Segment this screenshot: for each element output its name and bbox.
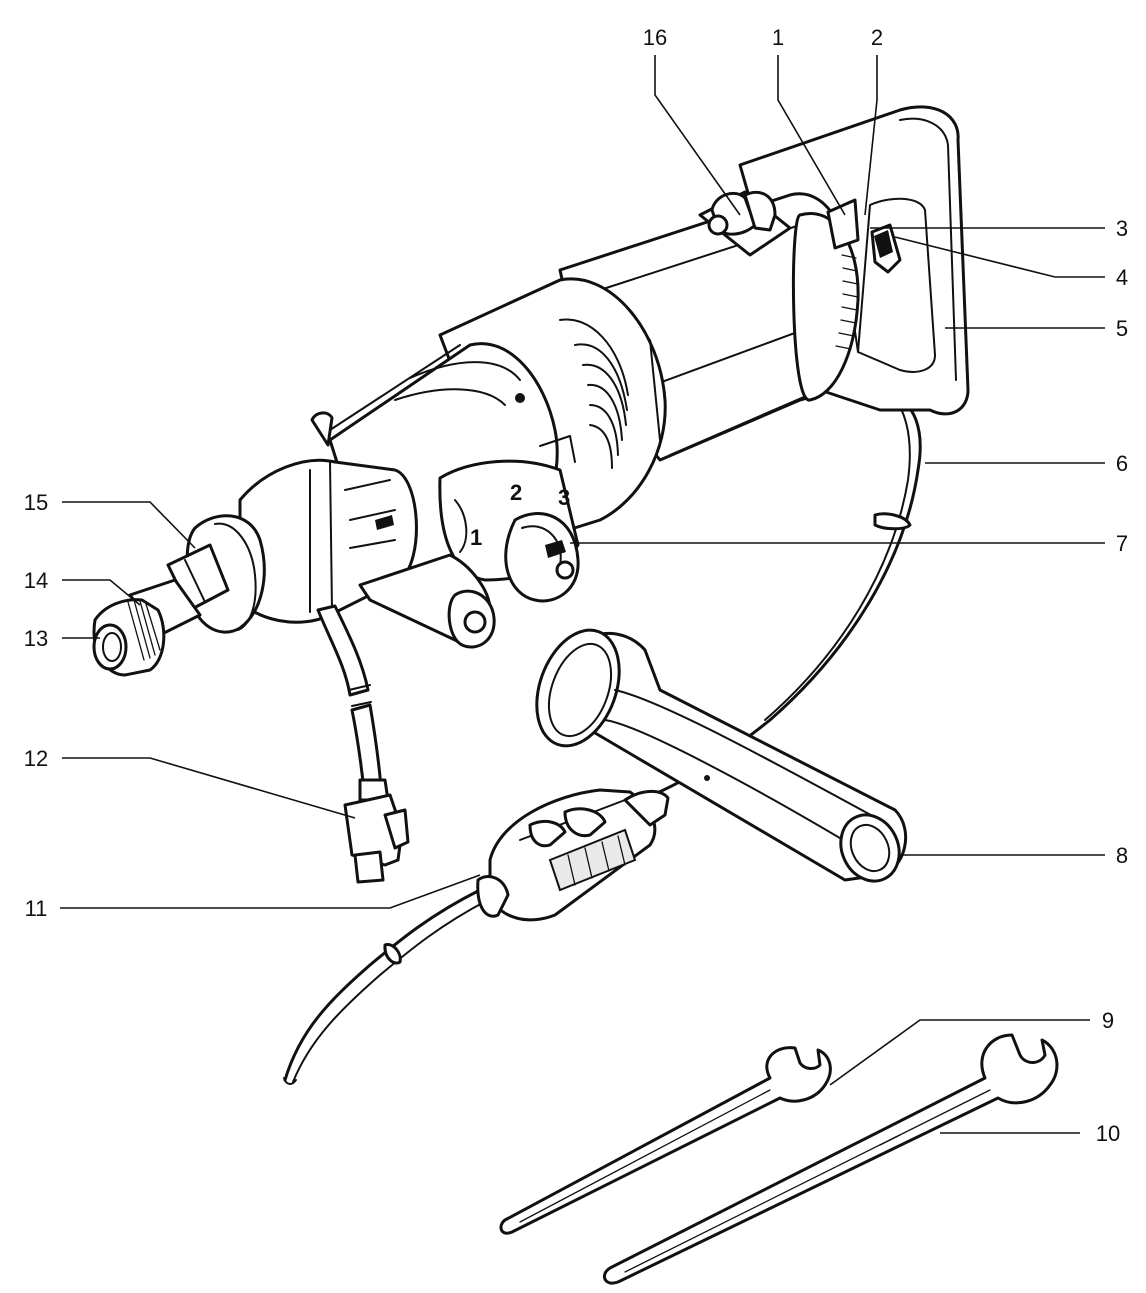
leader-16 — [654, 55, 741, 216]
collar-ribs — [835, 254, 859, 350]
handle-opening — [857, 197, 936, 373]
leader-2 — [864, 55, 878, 216]
callout-7: 7 — [1116, 531, 1128, 556]
core-drill-body: 1 2 3 — [92, 105, 970, 677]
power-cable — [283, 393, 922, 1085]
open-end-wrench-small — [499, 1046, 832, 1235]
cooling-fins — [559, 318, 661, 469]
callout-13: 13 — [24, 626, 48, 651]
callout-16: 16 — [643, 25, 667, 50]
callout-9: 9 — [1102, 1008, 1114, 1033]
side-handle[interactable] — [522, 619, 910, 891]
leader-12 — [62, 757, 356, 819]
leader-11 — [60, 874, 481, 909]
leader-15 — [62, 501, 196, 549]
switch-button — [826, 198, 860, 250]
leader-14 — [62, 579, 141, 606]
open-end-wrench-large — [602, 1033, 1059, 1285]
prcd-button-test — [528, 820, 567, 848]
thread-ridges — [127, 599, 161, 661]
callout-12: 12 — [24, 746, 48, 771]
callout-14: 14 — [24, 568, 48, 593]
callout-6: 6 — [1116, 451, 1128, 476]
leader-lines — [60, 55, 1105, 1134]
callout-8: 8 — [1116, 843, 1128, 868]
prcd-button-reset — [563, 807, 607, 838]
callout-1: 1 — [772, 25, 784, 50]
water-hose-assembly — [316, 604, 410, 884]
gear-selector-knob[interactable] — [504, 512, 580, 603]
callout-2: 2 — [871, 25, 883, 50]
gear-digit-2: 2 — [510, 480, 522, 505]
leader-1 — [777, 55, 846, 216]
cable-strain-relief — [873, 512, 912, 531]
callout-4: 4 — [1116, 265, 1128, 290]
callout-15: 15 — [24, 490, 48, 515]
callout-11: 11 — [25, 896, 48, 921]
callout-3: 3 — [1116, 216, 1128, 241]
prcd-safety-plug[interactable] — [476, 788, 670, 922]
callout-labels: 16 1 2 3 4 5 6 7 8 9 10 11 12 13 14 15 — [24, 25, 1128, 1146]
water-valve — [343, 793, 404, 867]
callout-10: 10 — [1096, 1121, 1120, 1146]
gear-digit-1: 1 — [470, 525, 482, 550]
gear-digit-3: 3 — [558, 485, 570, 510]
callout-5: 5 — [1116, 316, 1128, 341]
leader-9 — [829, 1019, 1090, 1086]
leader-4 — [894, 236, 1105, 278]
